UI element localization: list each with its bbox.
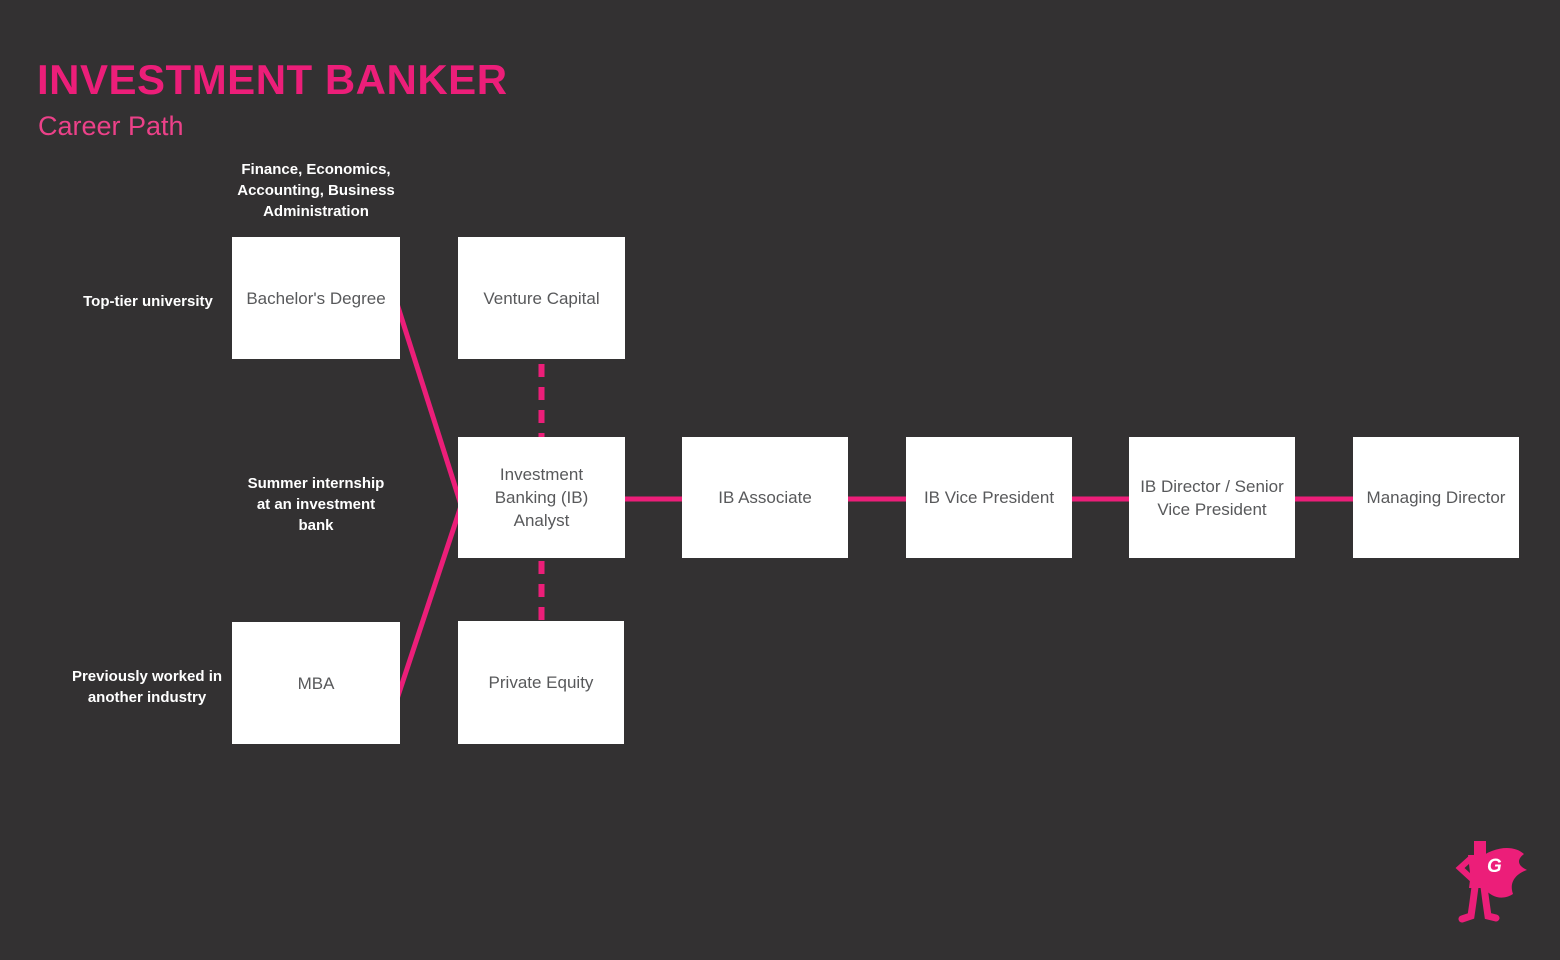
node-managing-director: Managing Director <box>1353 437 1519 558</box>
node-label: Managing Director <box>1366 488 1506 507</box>
logo-letter: G <box>1487 856 1502 877</box>
node-venture-capital: Venture Capital <box>458 237 625 359</box>
page-title: INVESTMENT BANKER <box>37 56 508 103</box>
node-private-equity: Private Equity <box>458 621 624 744</box>
node-label: Venture Capital <box>483 288 600 308</box>
annotation-top-tier-university: Top-tier university <box>83 293 213 310</box>
node-label: IB Vice President <box>923 488 1055 507</box>
node-ib-analyst: Investment Banking (IB) Analyst <box>458 437 625 558</box>
node-label: MBA <box>297 673 335 693</box>
node-ib-associate: IB Associate <box>682 437 848 558</box>
node-label: IB Director / Senior Vice President <box>1140 476 1284 519</box>
node-bachelors-degree: Bachelor's Degree <box>232 237 400 359</box>
superhero-mascot-icon <box>1455 841 1527 923</box>
connector-mba-to-analyst <box>393 502 465 703</box>
node-mba: MBA <box>232 622 400 744</box>
node-label: Private Equity <box>488 673 594 692</box>
node-label: IB Associate <box>718 488 812 507</box>
node-ib-vice-president: IB Vice President <box>906 437 1072 558</box>
annotation-summer-internship: Summer internship at an investment bank <box>247 475 385 534</box>
node-ib-director-svp: IB Director / Senior Vice President <box>1129 437 1295 558</box>
annotation-previously-worked: Previously worked in another industry <box>71 668 223 706</box>
connector-bachelors-to-analyst <box>389 287 465 509</box>
node-label: Bachelor's Degree <box>246 288 386 308</box>
node-label: Investment Banking (IB) Analyst <box>494 465 589 530</box>
page-subtitle: Career Path <box>38 111 184 141</box>
annotation-degree-fields: Finance, Economics, Accounting, Business… <box>237 161 395 220</box>
